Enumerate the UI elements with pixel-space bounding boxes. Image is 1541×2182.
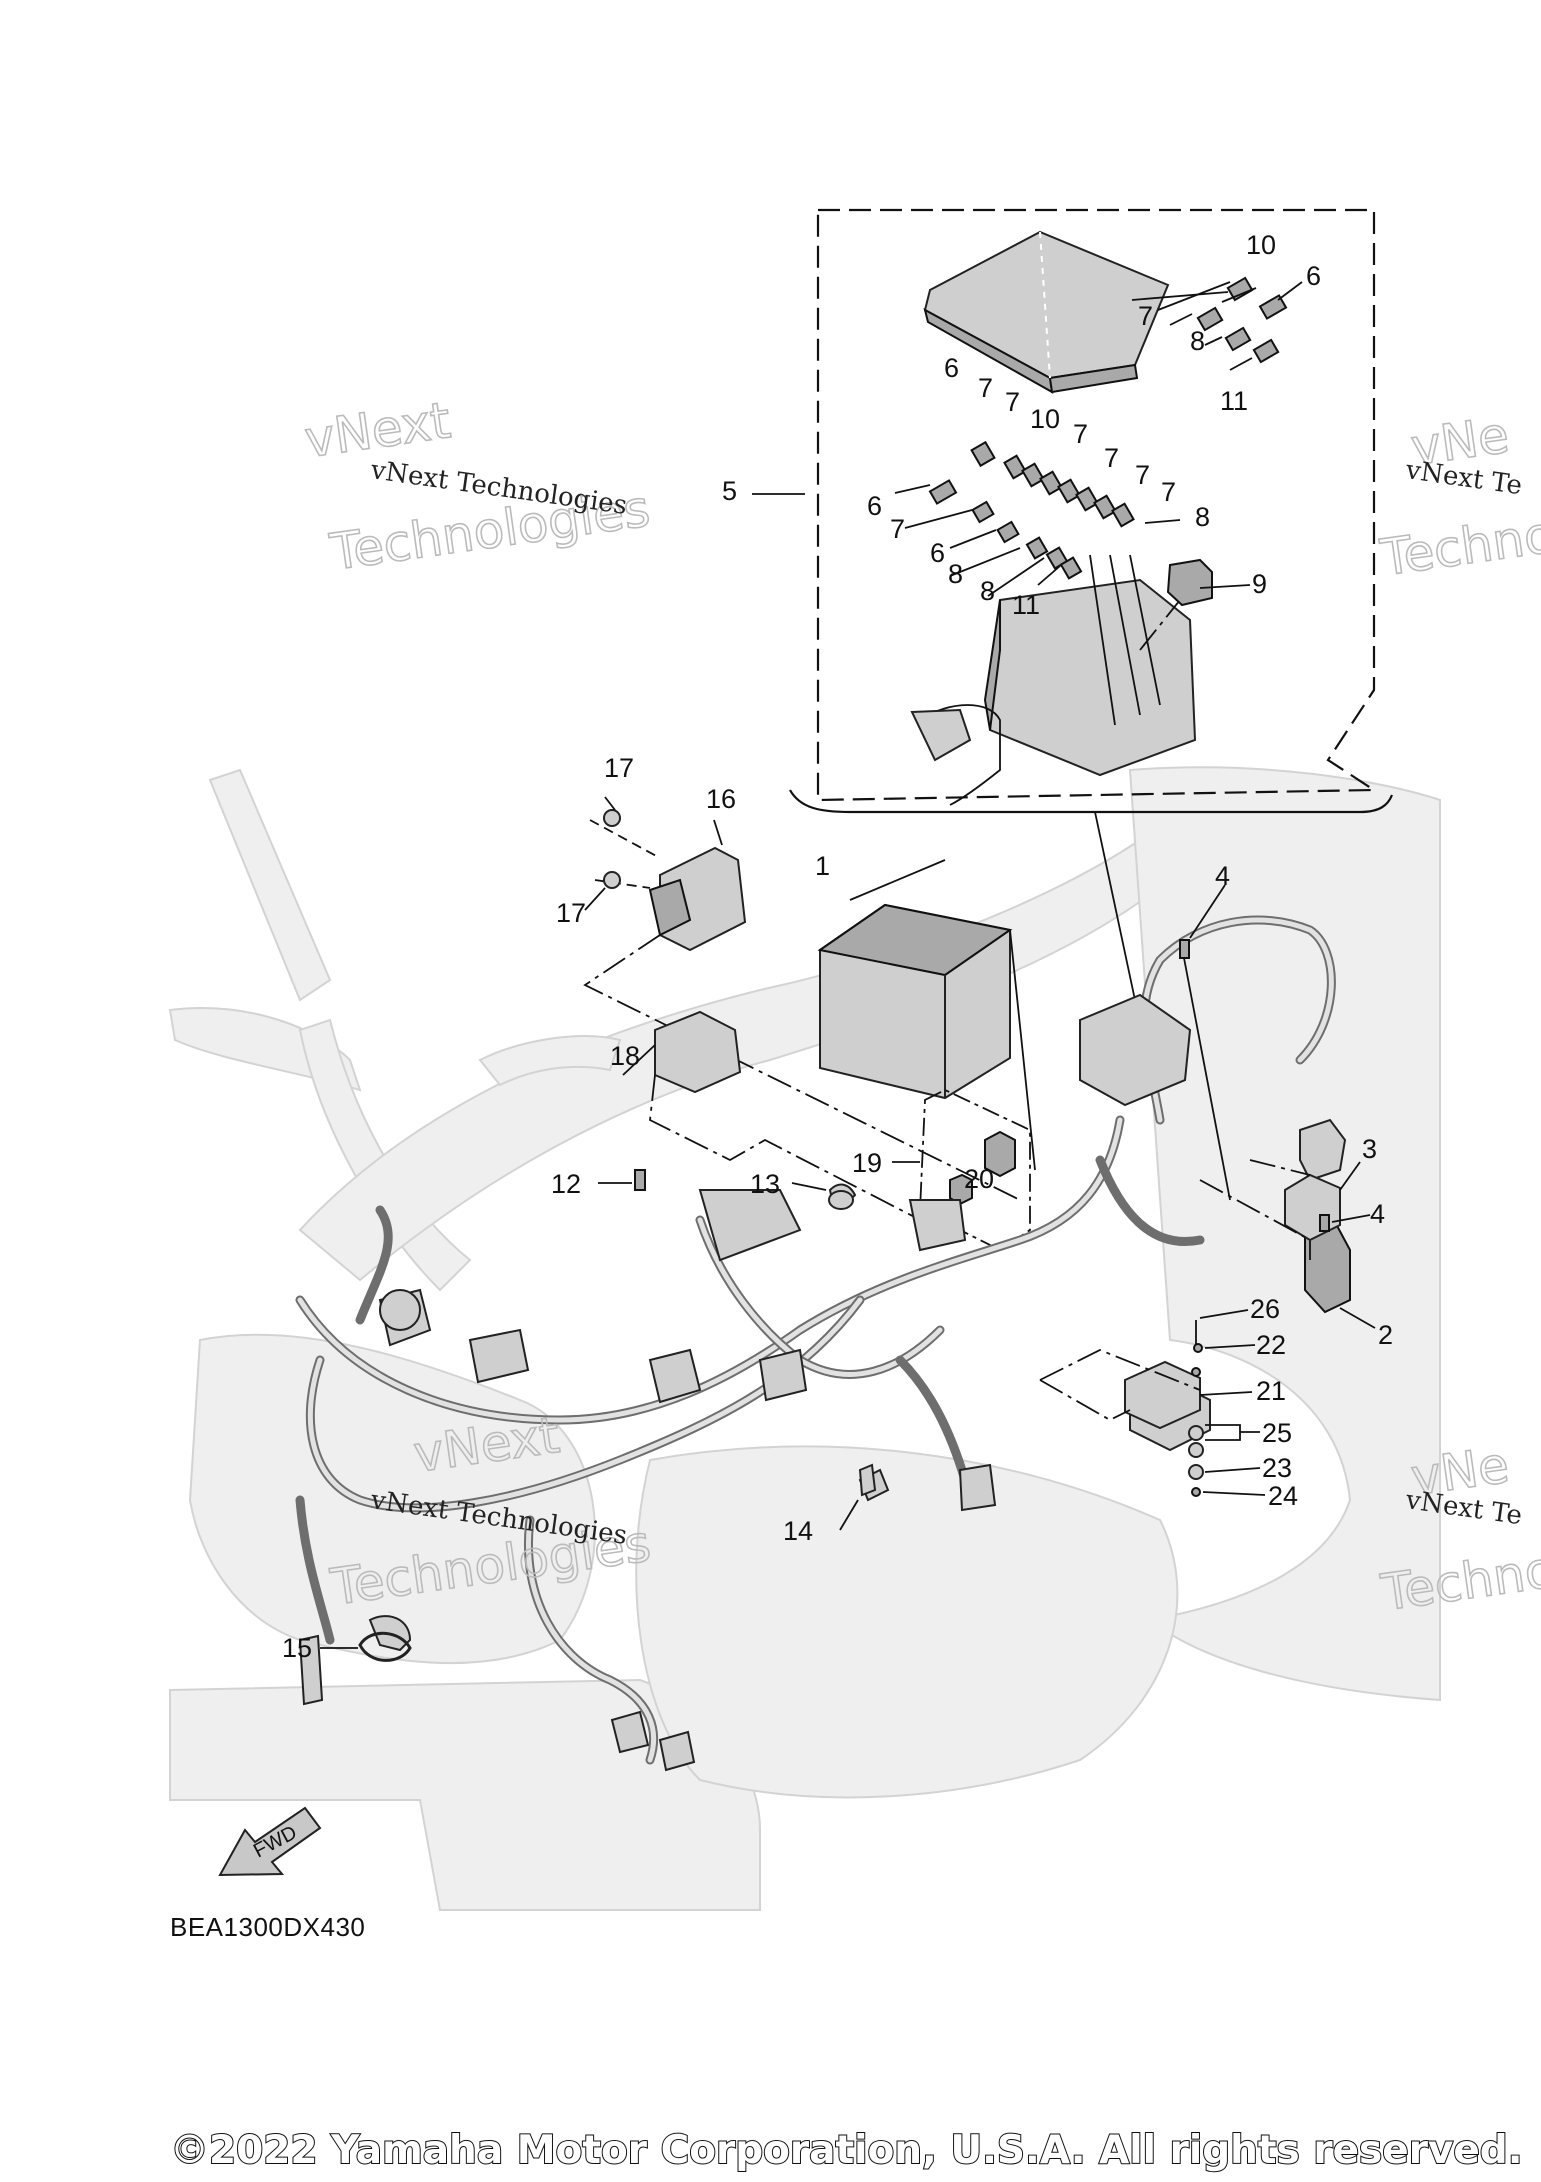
fwd-arrow-icon: FWD bbox=[218, 1806, 322, 1877]
watermark-2-tech: Techno bbox=[1377, 505, 1541, 587]
callout-12: 12 bbox=[551, 1169, 581, 1199]
callout-1: 1 bbox=[815, 851, 830, 881]
callout-8-left-a: 8 bbox=[948, 559, 963, 589]
callout-16: 16 bbox=[706, 784, 736, 814]
callout-labels: 10 6 7 8 11 6 7 7 10 7 7 7 7 8 5 6 7 6 8… bbox=[282, 230, 1393, 1663]
clip-14 bbox=[858, 1463, 877, 1497]
callout-8-left-b: 8 bbox=[980, 576, 995, 606]
callout-6-row: 6 bbox=[944, 353, 959, 383]
battery bbox=[817, 859, 1036, 1171]
callout-10-top: 10 bbox=[1246, 230, 1276, 260]
relay-18 bbox=[649, 1010, 931, 1226]
rectifier-regulator-21 bbox=[1039, 1320, 1204, 1497]
callout-3: 3 bbox=[1362, 1134, 1377, 1164]
callout-7-top: 7 bbox=[1138, 301, 1153, 331]
copyright-notice: ©2022 Yamaha Motor Corporation, U.S.A. A… bbox=[169, 2127, 1524, 2174]
callout-7-row-a: 7 bbox=[978, 373, 993, 403]
callout-26: 26 bbox=[1250, 1294, 1280, 1324]
callout-10-row: 10 bbox=[1030, 404, 1060, 434]
callout-8-top: 8 bbox=[1190, 326, 1205, 356]
callout-4-top: 4 bbox=[1215, 861, 1230, 891]
motorcycle-ghost-outline bbox=[168, 766, 1441, 1911]
callout-7-row-d: 7 bbox=[1104, 443, 1119, 473]
callout-21: 21 bbox=[1256, 1376, 1286, 1406]
watermark-4-brand: vNe bbox=[1408, 1436, 1513, 1507]
callout-20: 20 bbox=[964, 1164, 994, 1194]
diagram-model-code: BEA1300DX430 bbox=[170, 1912, 366, 1942]
callout-9: 9 bbox=[1252, 569, 1267, 599]
callout-17-bottom: 17 bbox=[556, 898, 586, 928]
callout-7-row-c: 7 bbox=[1073, 419, 1088, 449]
fuse-set bbox=[928, 276, 1288, 580]
callout-11-top: 11 bbox=[1220, 386, 1248, 416]
starter-relay-2 bbox=[1199, 1179, 1311, 1260]
watermark-4: vNe Techno bbox=[1377, 1435, 1541, 1623]
callout-23: 23 bbox=[1262, 1453, 1292, 1483]
fuse-box-cover bbox=[923, 230, 1170, 394]
callout-4-bottom: 4 bbox=[1370, 1199, 1385, 1229]
bolt-4 bbox=[1179, 939, 1330, 1232]
callout-6-top: 6 bbox=[1306, 261, 1321, 291]
ecu-unit-16 bbox=[583, 809, 1021, 1201]
callout-14: 14 bbox=[783, 1516, 813, 1546]
callout-7-row-f: 7 bbox=[1161, 477, 1176, 507]
callout-8-row: 8 bbox=[1195, 502, 1210, 532]
callout-24: 24 bbox=[1268, 1481, 1298, 1511]
callout-19: 19 bbox=[852, 1148, 882, 1178]
callout-5: 5 bbox=[722, 476, 737, 506]
callout-7-left: 7 bbox=[890, 514, 905, 544]
callout-13: 13 bbox=[750, 1169, 780, 1199]
callout-2: 2 bbox=[1378, 1320, 1393, 1350]
callout-18: 18 bbox=[610, 1041, 640, 1071]
callout-17-top: 17 bbox=[604, 753, 634, 783]
callout-11-left: 11 bbox=[1012, 590, 1040, 620]
grommet-13 bbox=[828, 1190, 854, 1210]
harness-connectors bbox=[298, 993, 1351, 1772]
callout-7-row-e: 7 bbox=[1135, 460, 1150, 490]
fuse-holder-19-20 bbox=[919, 1088, 1031, 1252]
callout-22: 22 bbox=[1256, 1330, 1286, 1360]
fuse-box-detail-frame bbox=[789, 208, 1394, 1001]
callout-7-row-b: 7 bbox=[1005, 387, 1020, 417]
relay-9 bbox=[1166, 558, 1213, 607]
callout-15: 15 bbox=[282, 1633, 312, 1663]
watermark-2-brand: vNe bbox=[1408, 406, 1513, 477]
clamp-15 bbox=[358, 1631, 412, 1662]
bolt-12 bbox=[634, 1169, 646, 1191]
callout-6-left-b: 6 bbox=[930, 538, 945, 568]
callout-25: 25 bbox=[1262, 1418, 1292, 1448]
fuse-box-body bbox=[910, 554, 1197, 806]
leader-lines bbox=[320, 281, 1376, 1649]
callout-6-left-a: 6 bbox=[867, 491, 882, 521]
